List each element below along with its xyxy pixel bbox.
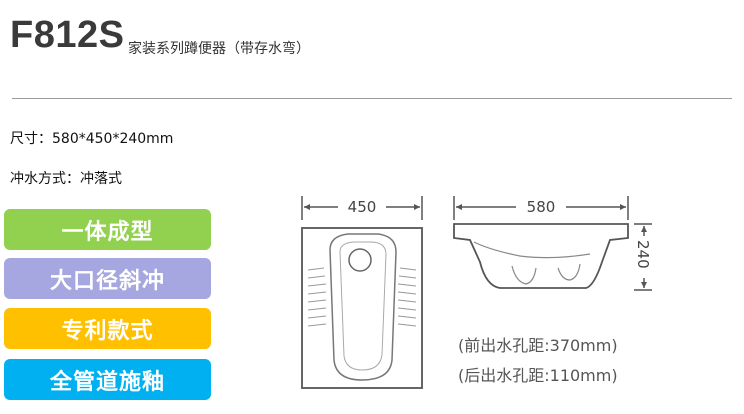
width-dimension-label: 450 xyxy=(348,198,377,216)
feature-badge-full-glaze: 全管道施釉 xyxy=(4,359,211,400)
front-outlet-distance-note: (前出水孔距:370mm) xyxy=(458,336,618,355)
feature-badge-patent: 专利款式 xyxy=(4,308,211,349)
height-dimension-label: 240 xyxy=(634,240,652,269)
rear-outlet-distance-note: (后出水孔距:110mm) xyxy=(458,366,618,385)
side-view-height-dimension: 240 xyxy=(634,223,652,291)
side-view-outline xyxy=(453,223,629,289)
feature-badge-large-bore: 大口径斜冲 xyxy=(4,258,211,299)
divider xyxy=(12,98,732,99)
spec-size: 尺寸：580*450*240mm xyxy=(10,131,174,147)
feature-badge-one-piece: 一体成型 xyxy=(4,209,211,250)
side-view-length-dimension: 580 xyxy=(453,196,629,220)
product-subtitle: 家装系列蹲便器（带存水弯） xyxy=(128,41,310,57)
length-dimension-label: 580 xyxy=(527,198,556,216)
top-view-outline xyxy=(301,227,423,389)
product-model: F812S xyxy=(10,14,125,56)
product-technical-drawing: 450 580 xyxy=(301,196,652,389)
spec-flush-type: 冲水方式：冲落式 xyxy=(10,171,122,187)
top-view-dimension: 450 xyxy=(301,196,423,220)
